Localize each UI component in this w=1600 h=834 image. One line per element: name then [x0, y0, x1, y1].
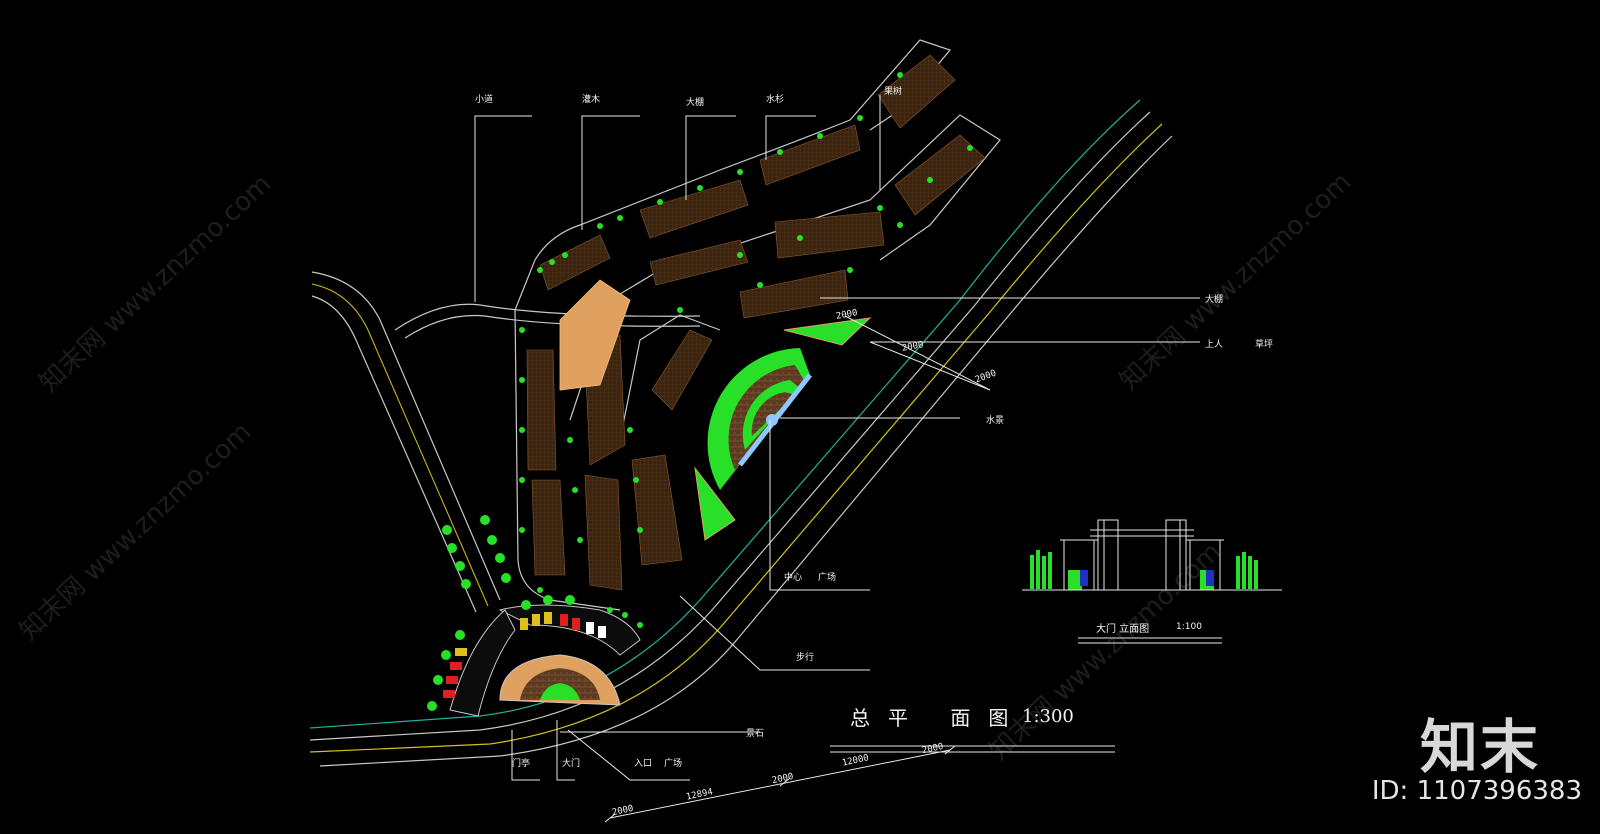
- plan-title: 总平 面图: [850, 706, 1027, 730]
- label-metasequoia: 水杉: [766, 95, 785, 105]
- west-triangle: [694, 466, 736, 541]
- orchard-plaza: [559, 279, 631, 391]
- label-entrance: 入口: [634, 759, 653, 769]
- gate-elevation: [1022, 519, 1282, 591]
- greenhouses: [526, 54, 986, 591]
- central-plaza: [707, 348, 812, 490]
- parking-cars: [443, 612, 606, 698]
- label-lawn: 草坪: [1255, 340, 1274, 350]
- label-fruit-tree: 果树: [884, 87, 903, 97]
- label-path: 小道: [475, 95, 494, 105]
- gate-elevation-scale: 1:100: [1176, 622, 1202, 632]
- label-center: 中心: [784, 573, 803, 583]
- site-boundary: [514, 39, 1001, 611]
- label-gate-pavilion: 门亭: [512, 759, 531, 769]
- dimension-lines: [604, 315, 991, 823]
- title-underline: [830, 637, 1222, 753]
- leader-lines: [474, 95, 1200, 781]
- label-walkable: 上人: [1205, 340, 1224, 350]
- watermark-logo: 知末: [1419, 713, 1540, 781]
- label-greenhouse-right: 大棚: [1205, 295, 1224, 305]
- plan-scale: 1:300: [1022, 706, 1074, 727]
- label-plaza: 广场: [664, 759, 683, 769]
- label-water-feature: 水景: [986, 416, 1005, 426]
- gate-elevation-title: 大门 立面图: [1096, 624, 1150, 635]
- label-shrub: 灌木: [582, 95, 601, 105]
- label-landscape-stone: 景石: [746, 729, 765, 739]
- watermark-id: ID: 1107396383: [1371, 776, 1582, 806]
- entrance-trees: [427, 515, 575, 711]
- left-road: [311, 271, 701, 613]
- tree-rows: [519, 72, 973, 628]
- triangle-lawn: [783, 317, 872, 346]
- label-center-plaza: 广场: [818, 573, 837, 583]
- label-greenhouse-top: 大棚: [686, 98, 705, 108]
- label-pedestrian: 步行: [796, 653, 815, 663]
- label-main-gate: 大门: [562, 759, 581, 769]
